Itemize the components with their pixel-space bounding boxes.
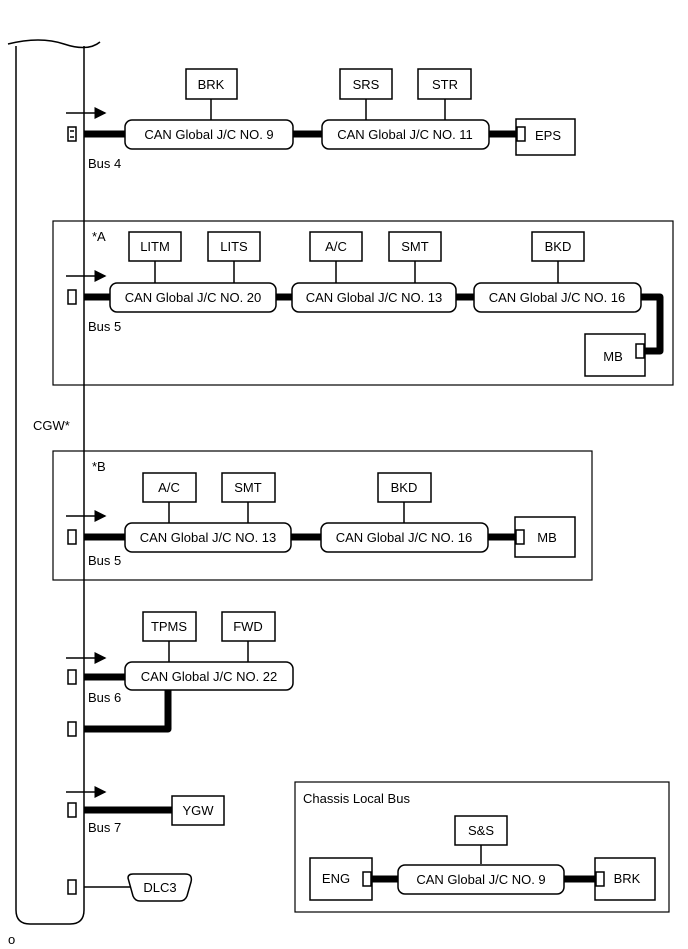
bus4-connector-icon [67,126,77,142]
jc11-label: CAN Global J/C NO. 11 [337,127,473,142]
bkd-b-label: BKD [391,480,418,495]
ygw-label: YGW [182,803,214,818]
tpms-ecu-box [142,611,197,642]
srs-ecu-box [339,68,393,100]
dlc3-connector-icon [67,879,77,895]
chassis-local-bus-frame: Chassis Local Bus S&S ENG CAN Global J/C… [294,781,670,913]
jc9-box [124,119,294,150]
bus6-connector-icon [67,669,77,685]
str-label: STR [432,77,458,92]
cgw-unit: CGW* [7,39,101,925]
fwd-ecu-box [221,611,276,642]
chassis-jc9-label: CAN Global J/C NO. 9 [416,872,545,887]
jc16-b-label: CAN Global J/C NO. 16 [336,530,473,545]
mb-b-label: MB [537,530,557,545]
jc16-b-box [320,522,489,553]
ss-ecu-box [454,815,508,846]
eng-label: ENG [322,871,350,886]
chassis-brk-ecu-box [594,857,656,901]
bus7-connector-icon [67,802,77,818]
mb-a-label: MB [603,349,623,364]
ac-b-ecu-box [142,472,197,503]
bus7-group: Bus 7 YGW [66,786,225,835]
bus5a-label: Bus 5 [88,319,121,334]
mb-b-ecu-box [514,516,576,558]
dlc3-connector [127,873,193,902]
bus4-label: Bus 4 [88,156,121,171]
smt-a-label: SMT [401,239,429,254]
jc13-a-box [291,282,457,313]
jc9-label: CAN Global J/C NO. 9 [144,127,273,142]
eps-label: EPS [535,128,561,143]
srs-label: SRS [353,77,380,92]
dlc3-group: DLC3 [67,873,193,902]
bkd-a-label: BKD [545,239,572,254]
chassis-jc9-box [397,864,565,895]
bus6-label: Bus 6 [88,690,121,705]
bus6-group: Bus 6 TPMS FWD CAN Global J/C NO. 22 [66,611,294,737]
smt-b-ecu-box [221,472,276,503]
jc20-label: CAN Global J/C NO. 20 [125,290,262,305]
frame-b: *B Bus 5 A/C SMT BKD CAN Global J/C NO. … [52,450,593,581]
bkd-b-ecu-box [377,472,432,503]
bkd-a-ecu-box [531,231,585,262]
frame-b-label: *B [92,459,106,474]
bus5b-label: Bus 5 [88,553,121,568]
frame-a: *A Bus 5 LITM LITS A/C SMT BKD CAN Globa… [52,220,674,386]
frame-a-label: *A [92,229,106,244]
dlc3-label: DLC3 [143,880,176,895]
jc16-a-label: CAN Global J/C NO. 16 [489,290,626,305]
eng-ecu-box [309,857,373,901]
bus5b-connector-icon [67,529,77,545]
footer-mark: o [8,932,15,947]
jc11-box [321,119,490,150]
mb-a-ecu-box [584,333,646,377]
lits-ecu-box [207,231,261,262]
chassis-brk-label: BRK [614,871,641,886]
bus4-group: Bus 4 BRK SRS STR CAN Global J/C NO. 9 C… [66,68,576,171]
jc22-label: CAN Global J/C NO. 22 [141,669,278,684]
jc13-b-box [124,522,292,553]
cgw-label: CGW* [33,418,70,433]
tpms-label: TPMS [151,619,187,634]
smt-b-label: SMT [234,480,262,495]
eps-ecu-box [515,118,576,156]
ss-label: S&S [468,823,494,838]
ygw-ecu-box [171,795,225,826]
brk-label: BRK [198,77,225,92]
ac-b-label: A/C [158,480,180,495]
lits-label: LITS [220,239,248,254]
jc16-a-box [473,282,642,313]
jc22-box [124,661,294,691]
jc13-a-label: CAN Global J/C NO. 13 [306,290,443,305]
jc20-box [109,282,277,313]
jc13-b-label: CAN Global J/C NO. 13 [140,530,277,545]
smt-a-ecu-box [388,231,442,262]
ac-a-label: A/C [325,239,347,254]
brk-ecu-box [185,68,238,100]
litm-label: LITM [140,239,170,254]
bus6-second-connector-icon [67,721,77,737]
bus5a-connector-icon [67,289,77,305]
str-ecu-box [417,68,472,100]
litm-ecu-box [128,231,182,262]
ac-a-ecu-box [309,231,363,262]
bus7-label: Bus 7 [88,820,121,835]
fwd-label: FWD [233,619,263,634]
chassis-frame-label: Chassis Local Bus [303,791,410,806]
